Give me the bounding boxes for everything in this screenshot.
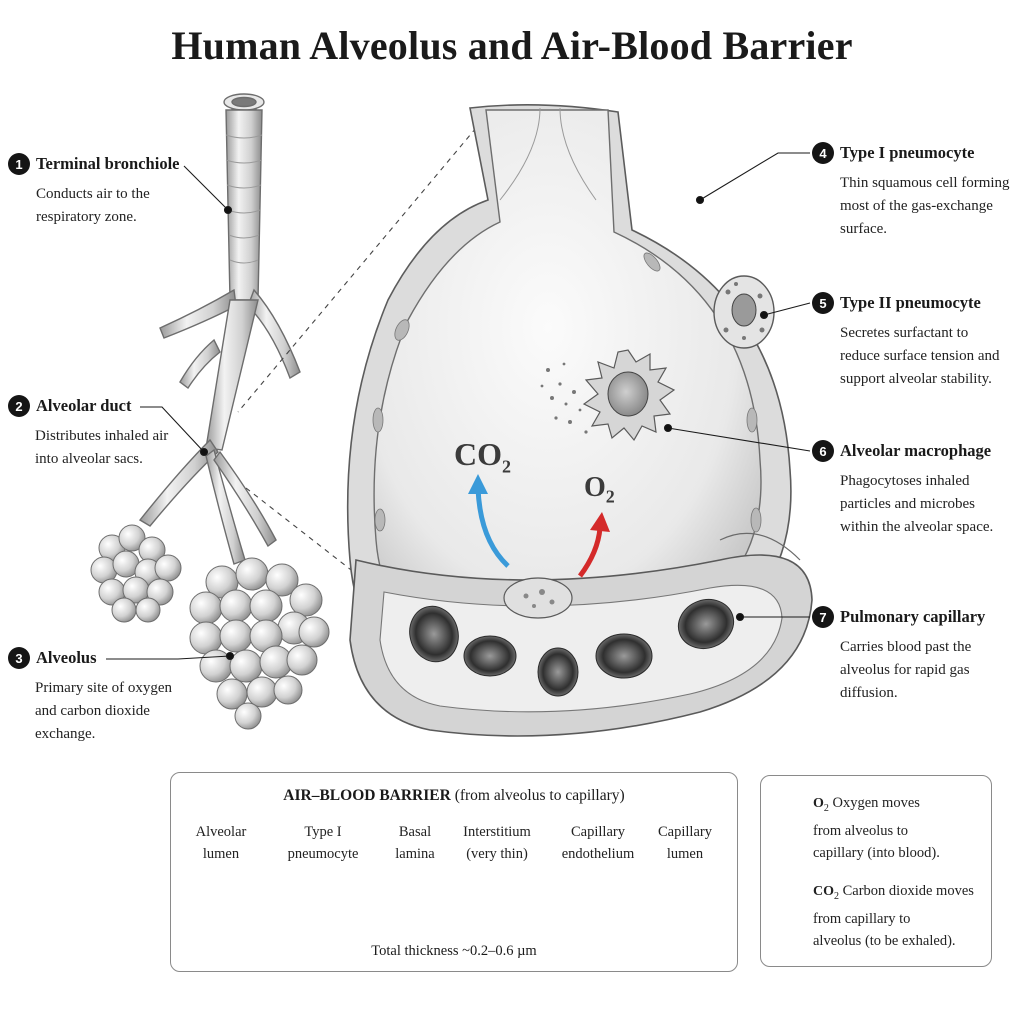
air-blood-barrier-panel: AIR–BLOOD BARRIER (from alveolus to capi… bbox=[170, 772, 738, 972]
gas-legend-panel: O2 Oxygen moves from alveolus to capilla… bbox=[760, 775, 992, 967]
barrier-thickness: Total thickness ~0.2–0.6 µm bbox=[371, 943, 537, 959]
o2-label: O2 bbox=[584, 472, 615, 507]
barrier-col-capillary-lumen: Capillary lumen bbox=[658, 824, 712, 862]
co2-arrowhead bbox=[468, 474, 488, 494]
alveolar-sac-large bbox=[189, 557, 330, 730]
legend-o2-text: O2 Oxygen moves from alveolus to capilla… bbox=[813, 795, 940, 861]
macrophage-cell bbox=[582, 349, 676, 442]
number-badge: 2 bbox=[8, 395, 30, 417]
alveolus-cross-section bbox=[346, 104, 813, 737]
page-title: Human Alveolus and Air-Blood Barrier bbox=[171, 23, 853, 68]
number-badge: 7 bbox=[812, 606, 834, 628]
co2-label: CO2 bbox=[454, 436, 511, 477]
barrier-col-type-i-pneumocyte: Type I pneumocyte bbox=[287, 824, 359, 862]
barrier-col-interstitium: Interstitium (very thin) bbox=[463, 824, 531, 862]
o2-arrowhead bbox=[590, 512, 610, 532]
number-badge: 5 bbox=[812, 292, 834, 314]
barrier-col-capillary-endothelium: Capillary endothelium bbox=[561, 824, 635, 862]
inhaled-particles bbox=[540, 362, 588, 434]
o2-arrow bbox=[577, 527, 603, 578]
type-ii-pneumocyte-cell bbox=[713, 275, 775, 349]
barrier-col-basal-lamina: Basal lamina bbox=[395, 824, 435, 862]
red-blood-cells bbox=[409, 598, 735, 697]
legend-co2-text: CO2 Carbon dioxide moves from capillary … bbox=[813, 883, 974, 949]
barrier-col-alveolar-lumen: Alveolar lumen bbox=[195, 824, 247, 862]
barrier-title: AIR–BLOOD BARRIER (from alveolus to capi… bbox=[283, 787, 625, 804]
number-badge: 1 bbox=[8, 153, 30, 175]
number-badge: 4 bbox=[812, 142, 834, 164]
bronchiole-tree bbox=[138, 93, 301, 565]
alveolar-sac-small bbox=[90, 524, 182, 623]
number-badge: 3 bbox=[8, 647, 30, 669]
number-badge: 6 bbox=[812, 440, 834, 462]
co2-arrow bbox=[475, 487, 510, 568]
